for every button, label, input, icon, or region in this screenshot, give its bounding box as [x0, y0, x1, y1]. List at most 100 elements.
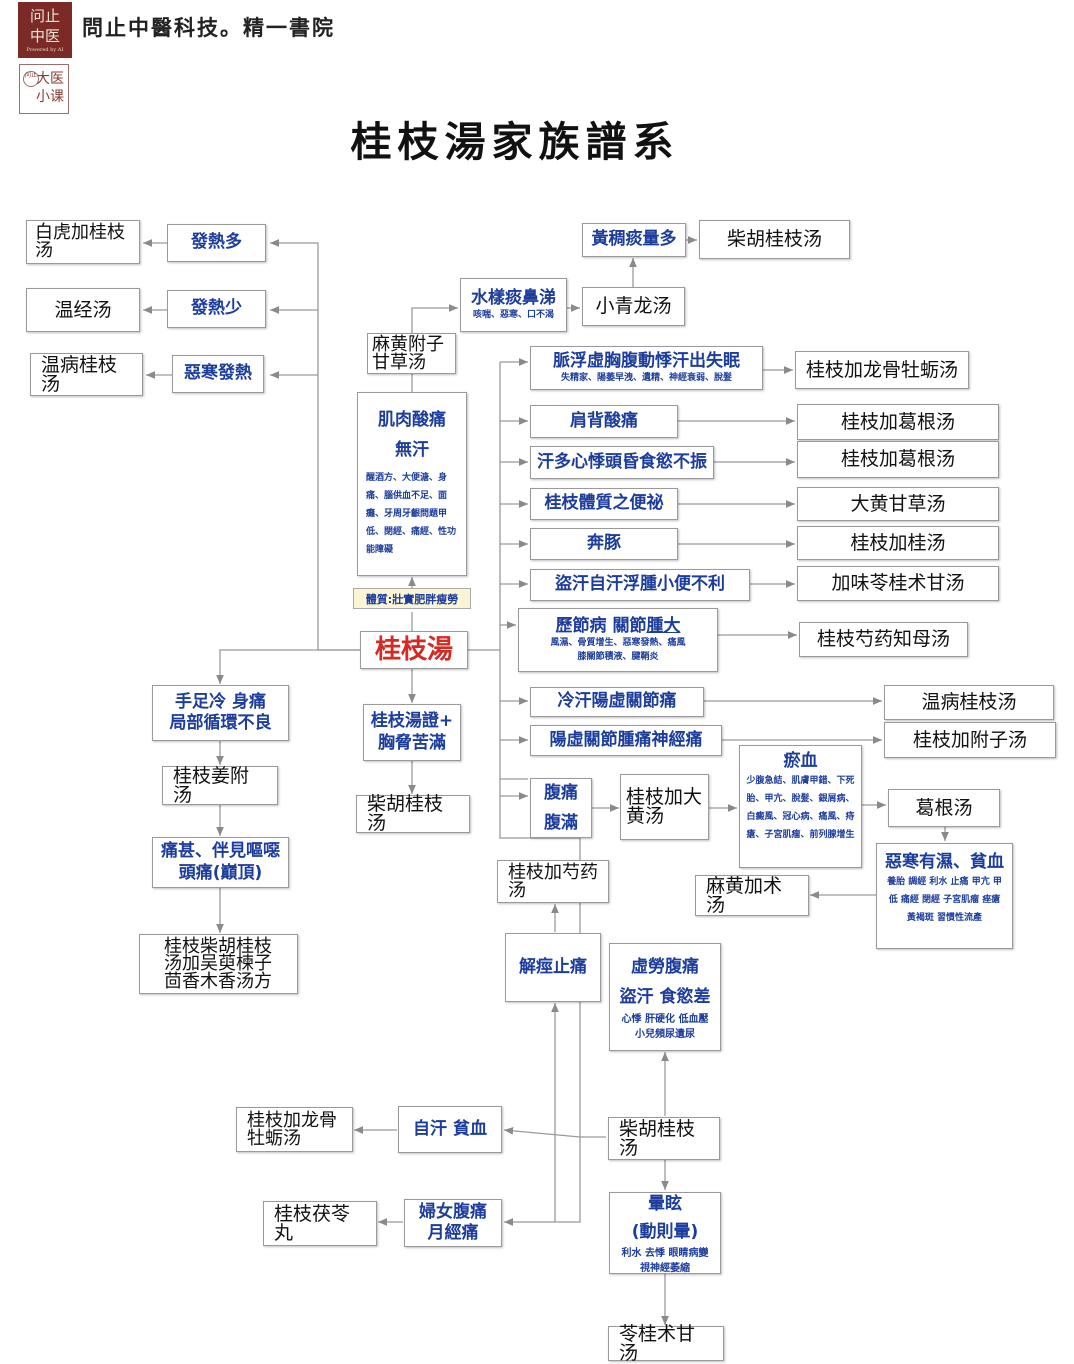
connector-group — [143, 236, 949, 1325]
formula-gegen-tang: 葛根汤 — [888, 789, 1000, 827]
badge-top: 大医 — [36, 71, 64, 87]
formula-guizhi-jiangfu: 桂枝姜附汤 — [162, 766, 278, 805]
palpitation-sub: 失精家、陽萎早洩、遺精、神經衰弱、脫髮 — [560, 372, 732, 383]
brand-name: 問止中醫科技。精一書院 — [82, 15, 335, 40]
symptom-sweat-anemia: 自汗 貧血 — [398, 1106, 502, 1153]
bentun-text: 奔豚 — [587, 533, 621, 554]
linggui-zhugan-text: 加味苓桂术甘汤 — [831, 572, 965, 594]
formula-dahuang-gancao: 大黄甘草汤 — [797, 487, 999, 521]
damp-title: 惡寒有濕、貧血 — [885, 852, 1004, 872]
vomit-line1: 痛甚、伴見嘔噁 — [161, 841, 280, 862]
formula-guizhi-chaihu-wuzhuyu: 桂枝柴胡桂枝汤加吴萸楝子茴香木香汤方 — [139, 934, 298, 994]
watery-phlegm-text: 水樣痰鼻涕 — [471, 287, 556, 308]
fever-less-text: 發熱少 — [191, 298, 242, 319]
muscle-line1: 肌肉酸痛 — [378, 410, 446, 430]
sweat-anemia-text: 自汗 貧血 — [413, 1118, 487, 1139]
joint-line1: 歷節病 關節 — [555, 615, 647, 636]
symptom-spasm: 解痙止痛 — [505, 933, 601, 1002]
mahuang-zhu-text: 麻黄加术汤 — [706, 874, 783, 916]
formula-gegen-2: 桂枝加葛根汤 — [797, 441, 999, 478]
cold-limbs-line1: 手足冷 身痛 — [175, 691, 266, 712]
fever-more-text: 發熱多 — [191, 232, 242, 253]
logo-text-top: 问止 — [29, 7, 60, 25]
formula-linggui-bottom: 苓桂术甘汤 — [608, 1322, 724, 1364]
stasis-title: 瘀血 — [783, 751, 818, 771]
dizzy-sub2: 視神經萎縮 — [640, 1263, 690, 1274]
logo: 问止 中医 Powered by AI — [18, 2, 72, 58]
formula-shaoyao-zhimu: 桂枝芍药知母汤 — [799, 622, 968, 657]
formula-mahuang-zhu: 麻黄加术汤 — [695, 875, 809, 916]
formula-wenbing-guizhi-left: 温病桂枝汤 — [30, 353, 143, 396]
logo-text-bottom: 中医 — [29, 27, 60, 45]
formula-wenjing: 温经汤 — [26, 288, 140, 332]
symptom-shoulder-ache: 肩背酸痛 — [530, 405, 678, 438]
constitution-label: 體質:壯實肥胖瘦勞 — [353, 588, 471, 609]
symptom-chaihu-chest: 桂枝湯證+ 胸脅苦滿 — [363, 704, 461, 761]
symptom-chills-fever: 惡寒發熱 — [172, 355, 264, 393]
center-formula-label: 桂枝湯 — [374, 635, 453, 665]
spasm-text: 解痙止痛 — [519, 956, 587, 977]
yangxu-neuralgia-text: 陽虛關節腫痛神經痛 — [549, 729, 703, 750]
xulao-sub2: 小兒頻尿遺尿 — [635, 1029, 695, 1040]
formula-chaihu-guizhi-low: 柴胡桂枝汤 — [608, 1117, 720, 1160]
baihu-guizhi-text: 白虎加桂枝汤 — [35, 222, 125, 261]
formula-guizhi-jiagui: 桂枝加桂汤 — [797, 526, 999, 560]
fuling-wan-text: 桂枝茯苓丸 — [274, 1202, 351, 1244]
formula-baihu-guizhi: 白虎加桂枝汤 — [26, 220, 140, 264]
yellow-phlegm-text: 黃稠痰量多 — [591, 229, 677, 250]
women-line2: 月經痛 — [427, 1223, 479, 1243]
dizzy-sub1: 利水 去悸 眼睛病變 — [621, 1248, 709, 1259]
symptom-blood-stasis: 瘀血 少腹急結、肌膚甲錯、下死胎、甲亢、脫髮、銀屑病、白癜風、冠心病、痛風、痔瘡… — [739, 745, 862, 868]
night-sweat-text: 盜汗自汗浮腫小便不利 — [555, 574, 725, 595]
joint-line1-wrap: 歷節病 關節腫大 — [556, 616, 681, 637]
joint-sub1: 風濕、骨質增生、惡寒發熱、痛風 — [550, 638, 686, 649]
joint-line1-underlined: 腫大 — [646, 615, 681, 636]
dizzy-line2: (動則暈) — [631, 1222, 699, 1242]
shaoyao-zhimu-text: 桂枝芍药知母汤 — [816, 628, 950, 650]
linggui-bottom-text: 苓桂术甘汤 — [619, 1322, 696, 1364]
abd-full-text: 腹滿 — [544, 813, 578, 833]
wenjing-text: 温经汤 — [54, 298, 112, 321]
symptom-dizziness: 暈眩 (動則暈) 利水 去悸 眼睛病變 視神經萎縮 — [609, 1192, 721, 1274]
chills-fever-text: 惡寒發熱 — [184, 363, 252, 384]
badge-bottom: 小课 — [36, 89, 64, 105]
dizzy-line1: 暈眩 — [648, 1194, 682, 1214]
guizhi-chaihu-wuzhuyu-text: 桂枝柴胡桂枝汤加吴萸楝子茴香木香汤方 — [164, 935, 272, 992]
symptom-fever-more: 發熱多 — [167, 224, 266, 262]
guizhi-jiangfu-text: 桂枝姜附汤 — [173, 764, 250, 806]
formula-mahuang-fuzi-gancao: 麻黄附子甘草汤 — [367, 333, 456, 374]
formula-xiaoqinglong: 小青龙汤 — [582, 287, 685, 326]
sweat-dizzy-text: 汗多心悸頭昏食慾不振 — [537, 451, 707, 472]
chaihu-guizhi-mid-text: 柴胡桂枝汤 — [367, 793, 444, 834]
formula-guizhi-dahuang: 桂枝加大黄汤 — [620, 774, 709, 840]
symptom-damp-anemia: 惡寒有濕、貧血 養胎 調經 利水 止痛 甲亢 甲低 痛經 閉經 子宮肌瘤 痤瘡 … — [876, 843, 1013, 949]
logo-tagline: Powered by AI — [26, 47, 64, 53]
formula-longgu-muli-low: 桂枝加龙骨牡蛎汤 — [236, 1107, 353, 1152]
shaoyao-jia-text: 桂枝加芍药汤 — [508, 861, 598, 901]
guizhi-fuzi-text: 桂枝加附子汤 — [912, 728, 1027, 751]
symptom-joint-disease: 歷節病 關節腫大 風濕、骨質增生、惡寒發熱、痛風 膝關節積液、腱鞘炎 — [518, 608, 718, 672]
formula-wenbing-guizhi-right: 温病桂枝汤 — [884, 685, 1054, 720]
chaihu-guizhi-top-text: 柴胡桂枝汤 — [726, 228, 822, 250]
guizhi-jiagui-text: 桂枝加桂汤 — [850, 531, 946, 554]
watery-phlegm-sub: 咳喘、惡寒、口不渴 — [472, 309, 554, 320]
wenbing-guizhi-left-text: 温病桂枝汤 — [41, 353, 118, 395]
cold-joint-text: 冷汗陽虛關節痛 — [557, 691, 677, 712]
formula-linggui-zhugan: 加味苓桂术甘汤 — [797, 566, 999, 601]
muscle-detail: 醒酒方、大便溏、身痛、腦供血不足、面癱、牙周牙齦問題甲低、閉經、痛經、性功能障礙 — [366, 473, 457, 555]
guizhi-dahuang-text: 桂枝加大黄汤 — [626, 786, 703, 827]
symptom-watery-phlegm: 水樣痰鼻涕 咳喘、惡寒、口不渴 — [460, 278, 567, 332]
badge-logo: 问止 大医 小课 — [19, 64, 69, 114]
symptom-abdomen: 腹痛 腹滿 — [530, 778, 592, 838]
xulao-line2: 盜汗 食慾差 — [619, 987, 711, 1007]
dahuang-gancao-text: 大黄甘草汤 — [850, 492, 946, 515]
symptom-cold-joint: 冷汗陽虛關節痛 — [530, 687, 704, 717]
formula-longgu-muli: 桂枝加龙骨牡蛎汤 — [795, 351, 969, 389]
symptom-xulao: 虛勞腹痛 盜汗 食慾差 心悸 肝硬化 低血壓 小兒頻尿遺尿 — [609, 943, 721, 1051]
formula-chaihu-guizhi-top: 柴胡桂枝汤 — [699, 220, 850, 259]
xulao-sub1: 心悸 肝硬化 低血壓 — [621, 1014, 709, 1025]
symptom-vomit-headache: 痛甚、伴見嘔噁 頭痛(巔頂) — [152, 837, 289, 888]
symptom-constipation: 桂枝體質之便祕 — [530, 488, 678, 520]
gegen-1-text: 桂枝加葛根汤 — [840, 410, 955, 433]
